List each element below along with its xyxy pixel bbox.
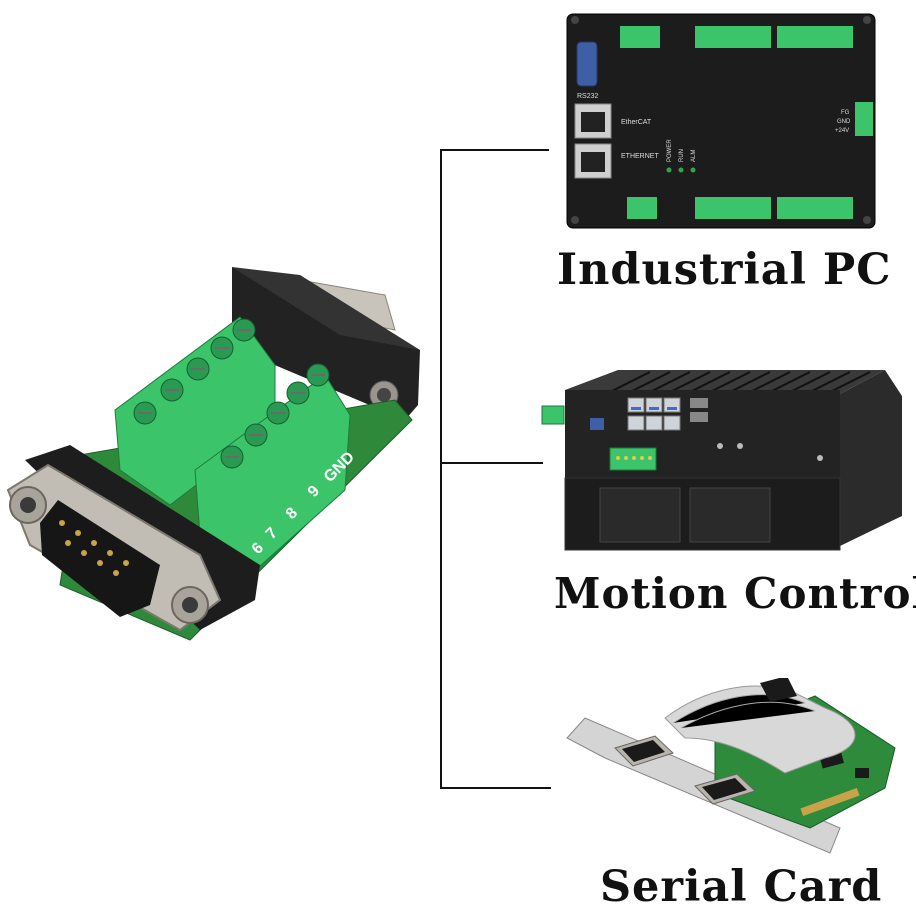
- db9-terminal-adapter-image: 6 7 8 9 GND: [6, 267, 420, 641]
- serial-card-label: Serial Card: [600, 862, 883, 912]
- power-label-24v: +24V: [835, 128, 849, 134]
- led-label-run: RUN: [679, 149, 685, 162]
- industrial-pc-label: Industrial PC: [557, 245, 892, 295]
- ethernet-label: ETHERNET: [621, 153, 659, 160]
- power-label-gnd: GND: [837, 119, 851, 125]
- motion-control-label: Motion Control: [554, 569, 916, 618]
- industrial-pc-image: RS232 EtherCAT ETHERNET POWER RUN ALM FG…: [566, 13, 876, 229]
- rs232-label: RS232: [577, 93, 599, 100]
- power-label-fg: FG: [841, 110, 850, 116]
- ethercat-label: EtherCAT: [621, 119, 652, 126]
- led-label-power: POWER: [667, 139, 673, 162]
- led-label-alm: ALM: [691, 150, 697, 162]
- motion-control-image: [541, 370, 902, 551]
- serial-card-image: [566, 678, 896, 854]
